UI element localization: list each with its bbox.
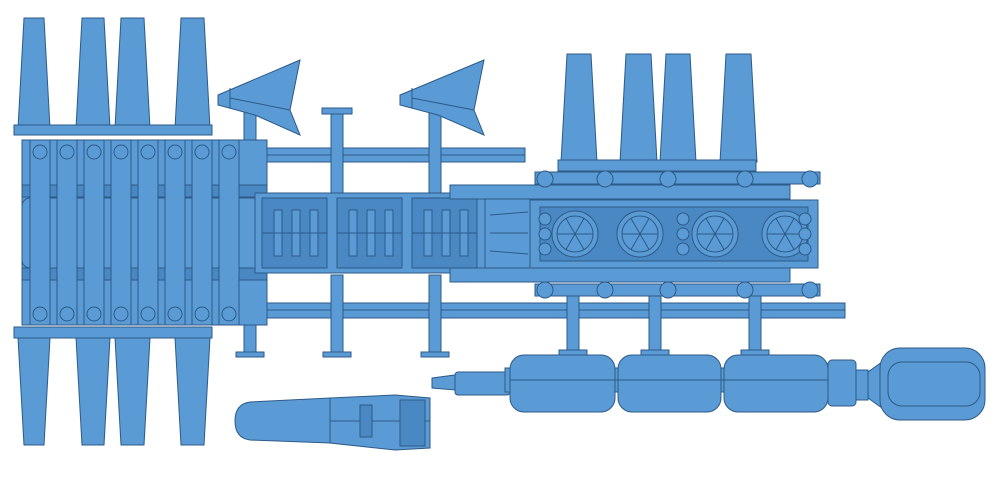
wheel-spoke — [639, 218, 650, 235]
hub-port — [798, 242, 812, 256]
tank-assembly — [431, 347, 986, 421]
module-column — [218, 139, 240, 326]
column-cap — [167, 144, 183, 160]
wheel-spoke — [565, 218, 576, 235]
radiator-fin — [174, 17, 211, 129]
radiator-fin — [174, 337, 211, 446]
column-cap — [59, 306, 75, 322]
column-cap — [221, 144, 237, 160]
module-column — [137, 139, 159, 326]
post-foot — [235, 351, 265, 358]
post-foot — [740, 349, 770, 356]
truss-node — [659, 281, 677, 299]
wing-right — [399, 59, 485, 136]
wheel-spoke — [639, 233, 650, 250]
radiator-fins — [13, 17, 758, 446]
radiator-fin — [659, 53, 697, 163]
module-column — [110, 139, 132, 326]
wheel-spoke — [574, 218, 585, 235]
column-cap — [86, 144, 102, 160]
radiator-fin — [719, 53, 758, 163]
column-cap — [221, 306, 237, 322]
wheel-spoke — [705, 233, 716, 250]
post-foot — [420, 351, 450, 358]
truss-node — [801, 281, 819, 299]
column-cap — [32, 306, 48, 322]
wheel-spoke — [784, 233, 795, 250]
module-column — [83, 139, 105, 326]
right-module — [449, 170, 821, 299]
post-cap — [321, 107, 353, 115]
hub-port — [798, 212, 812, 226]
wheel-spoke — [630, 218, 641, 235]
column-cap — [86, 306, 102, 322]
column-cap — [59, 144, 75, 160]
central-body — [254, 187, 531, 279]
wheel-spoke — [784, 218, 795, 235]
antenna-post — [428, 274, 442, 356]
hub-port — [538, 227, 552, 241]
hub-port — [676, 242, 690, 256]
wheel-spoke — [775, 233, 786, 250]
column-cap — [194, 306, 210, 322]
hub-port — [676, 227, 690, 241]
antenna-post — [330, 109, 344, 196]
module-column — [29, 139, 51, 326]
fin-base — [557, 159, 757, 172]
lander-pod — [234, 394, 431, 451]
column-cap — [113, 144, 129, 160]
column-cap — [113, 306, 129, 322]
radiator-fin — [17, 17, 51, 129]
fin-base — [13, 124, 213, 136]
wheel-spoke — [574, 233, 585, 250]
radiator-fin — [619, 53, 658, 163]
hub-port — [538, 242, 552, 256]
module-column — [191, 139, 213, 326]
radiator-fin — [75, 337, 111, 446]
column-cap — [140, 306, 156, 322]
post-foot — [558, 349, 588, 356]
radiator-fin — [114, 17, 151, 129]
wheel-spoke — [705, 218, 716, 235]
post-foot — [322, 351, 352, 358]
wheel-spoke — [714, 218, 725, 235]
wheel-spoke — [565, 233, 576, 250]
hub-port — [538, 212, 552, 226]
truss-node — [801, 170, 819, 188]
truss-node — [536, 281, 554, 299]
left-module — [21, 139, 268, 326]
radiator-fin — [560, 53, 598, 163]
column-cap — [167, 306, 183, 322]
module-column — [164, 139, 186, 326]
truss-node — [596, 281, 614, 299]
column-cap — [194, 144, 210, 160]
post-foot — [640, 349, 670, 356]
radiator-fin — [114, 337, 151, 446]
column-cap — [32, 144, 48, 160]
column-cap — [140, 144, 156, 160]
wheel-spoke — [714, 233, 725, 250]
truss-node — [659, 170, 677, 188]
wheel-spoke — [630, 233, 641, 250]
hub-port — [798, 227, 812, 241]
antenna-post — [330, 274, 344, 356]
truss-node — [736, 170, 754, 188]
truss-node — [736, 281, 754, 299]
module-column — [56, 139, 78, 326]
wheel-spoke — [775, 218, 786, 235]
antenna-post — [428, 109, 442, 196]
radiator-fin — [75, 17, 111, 129]
truss-node — [536, 170, 554, 188]
hub-port — [676, 212, 690, 226]
fin-base — [13, 326, 213, 339]
truss-node — [596, 170, 614, 188]
radiator-fin — [17, 337, 51, 446]
wing-left — [217, 59, 301, 136]
